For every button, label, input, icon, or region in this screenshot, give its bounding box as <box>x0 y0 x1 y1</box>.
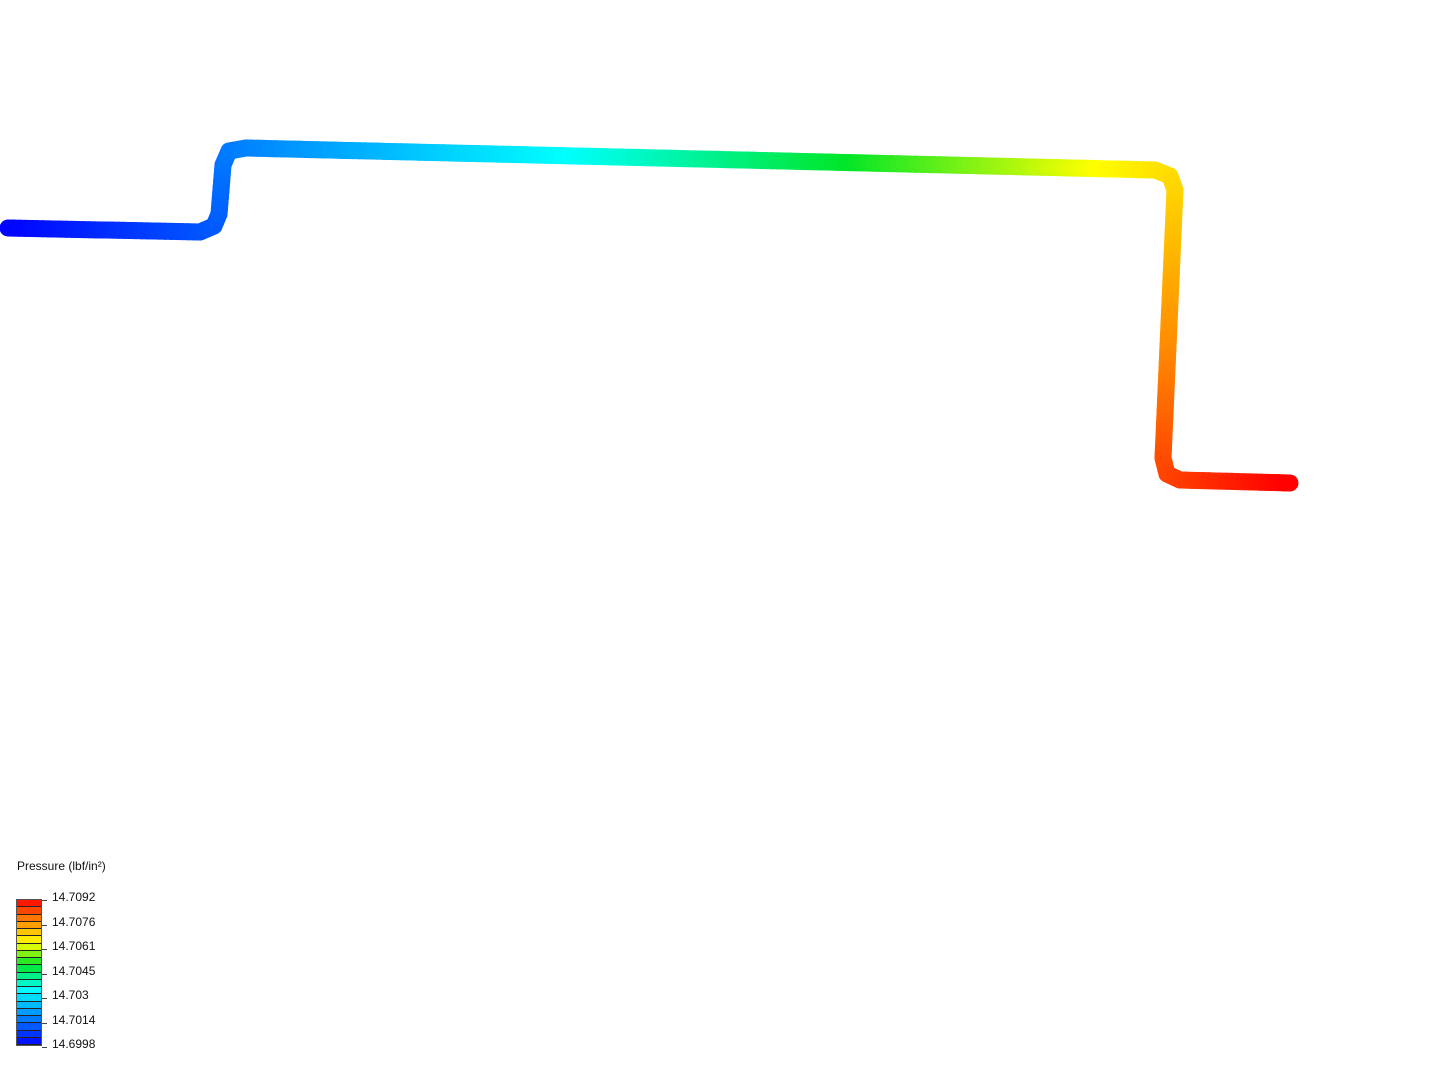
legend-tick-label: 14.7076 <box>52 914 96 929</box>
legend-band <box>17 929 41 937</box>
legend-tick <box>42 1047 47 1048</box>
legend-band <box>17 950 41 958</box>
legend-tick-label: 14.7092 <box>52 890 96 904</box>
legend-band <box>17 900 41 908</box>
legend-band <box>17 1008 41 1016</box>
legend-band <box>17 1037 41 1045</box>
legend-tick-label: 14.7045 <box>52 963 96 978</box>
legend-band <box>17 987 41 995</box>
legend-band <box>17 1016 41 1024</box>
legend-band <box>17 936 41 944</box>
legend-band <box>17 972 41 980</box>
legend-band <box>17 1030 41 1038</box>
legend-band <box>17 979 41 987</box>
legend-band <box>17 921 41 929</box>
legend-tick-label: 14.7014 <box>52 1012 96 1027</box>
legend-band <box>17 1023 41 1031</box>
legend-band <box>17 958 41 966</box>
legend-tick-label: 14.6998 <box>52 1037 96 1051</box>
legend-tick <box>42 924 47 926</box>
legend-band <box>17 907 41 915</box>
legend-band <box>17 943 41 951</box>
legend-band <box>17 1001 41 1009</box>
legend-color-bar <box>16 899 42 1046</box>
legend-band <box>17 965 41 973</box>
pipe-geometry <box>0 139 1299 492</box>
legend-tick <box>42 973 47 975</box>
legend-tick <box>42 1022 47 1024</box>
legend-tick <box>42 900 47 901</box>
legend-band <box>17 914 41 922</box>
legend-title: Pressure (lbf/in²) <box>17 859 106 873</box>
legend-band <box>17 994 41 1002</box>
legend-tick <box>42 998 47 999</box>
legend-tick-label: 14.7061 <box>52 939 96 953</box>
legend-tick-label: 14.703 <box>52 988 89 1002</box>
legend-tick <box>42 949 47 950</box>
